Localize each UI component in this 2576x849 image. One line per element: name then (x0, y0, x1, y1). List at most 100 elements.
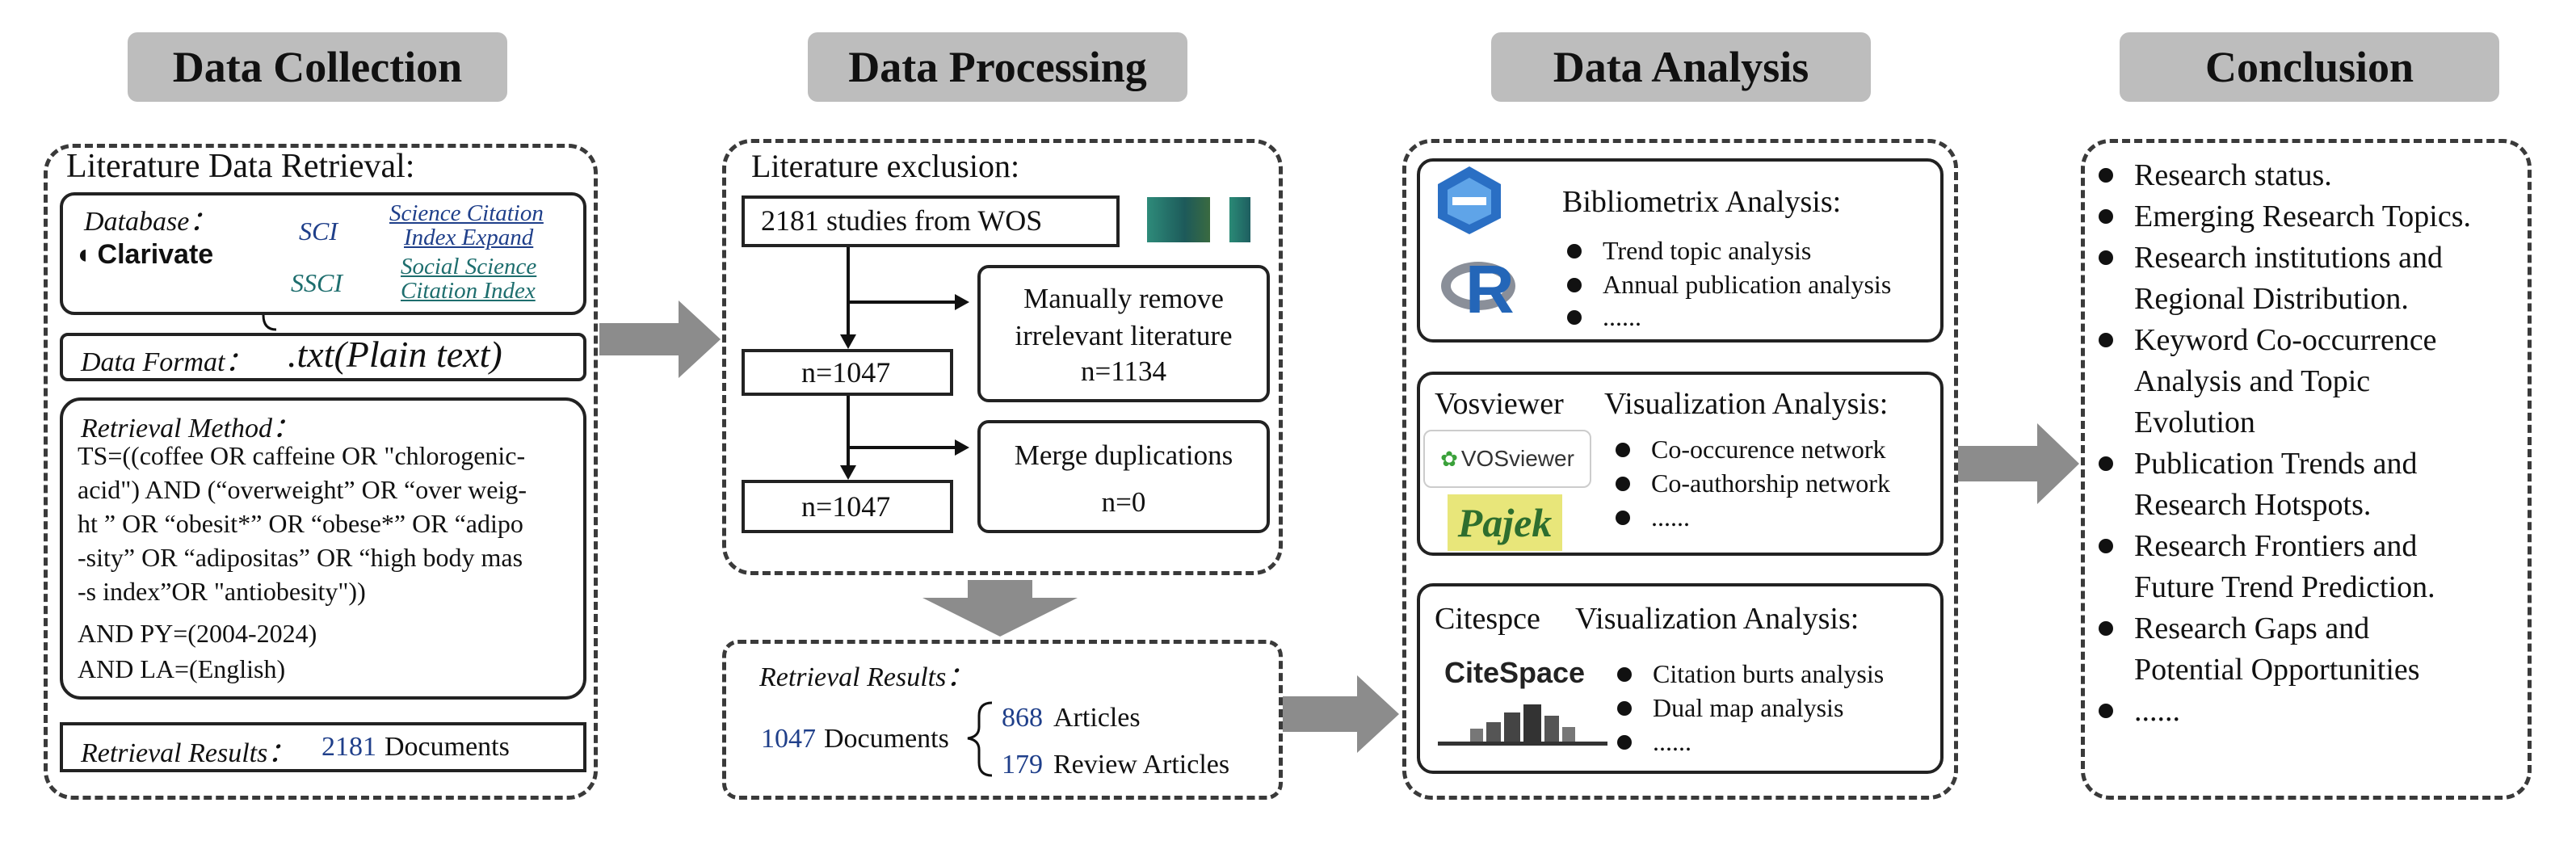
conclusion-item: Publication Trends and Research Hotspots… (2099, 443, 2417, 526)
vosviewer-logo: ✿VOSviewer (1423, 430, 1591, 488)
n1-box (742, 349, 953, 396)
reviews-count: 179 (1002, 750, 1043, 780)
citespace-item: ...... (1617, 727, 1691, 757)
vosviewer-item-text: ...... (1651, 502, 1690, 532)
bibliometrix-box (1417, 158, 1944, 343)
conclusion-line: Keyword Co-occurrence (2134, 323, 2437, 357)
conclusion-line: Research institutions and (2134, 241, 2444, 275)
conclusion-line: Publication Trends and (2134, 447, 2418, 481)
header-data-collection: Data Collection (128, 32, 507, 102)
n2-box (742, 480, 953, 533)
conclusion-line: Research Hotspots. (2134, 488, 2372, 522)
remove-line2: irrelevant literature (1015, 320, 1233, 351)
bibliometrix-hex-icon (1438, 166, 1501, 234)
ssci-full-line1: Social Science (401, 254, 537, 279)
citespace-item-text: Citation burts analysis (1653, 659, 1885, 688)
bullet-dot (1616, 477, 1630, 491)
exclusion-title: Literature exclusion: (751, 148, 1020, 184)
bibliometrix-item-text: Trend topic analysis (1603, 236, 1812, 265)
sci-full-line2: Index Expand (404, 225, 534, 250)
vosviewer-item: ...... (1616, 502, 1690, 532)
conclusion-item: ...... (2099, 691, 2180, 732)
citespace-item: Citation burts analysis (1617, 659, 1884, 689)
header-data-processing: Data Processing (808, 32, 1187, 102)
citespace-item-text: ...... (1653, 727, 1691, 756)
retrieval-query-line: -s index”OR "antiobesity")) (78, 577, 366, 606)
conclusion-line: ...... (2134, 694, 2180, 728)
gradient-bar-small (1229, 197, 1250, 242)
vosviewer-title-a: Vosviewer (1435, 387, 1564, 421)
clarivate-name: Clarivate (97, 239, 214, 270)
bullet-dot (2099, 704, 2113, 718)
retrieval-method-box (60, 397, 586, 700)
total-count: 1047 (761, 724, 816, 754)
collection-results-box (60, 722, 586, 772)
r-logo: R (1441, 251, 1519, 328)
conclusion-line: Emerging Research Topics. (2134, 200, 2471, 233)
arrow-processing-to-analysis (1283, 675, 1399, 753)
bibliometrix-item-text: Annual publication analysis (1603, 270, 1892, 299)
retrieval-query-line: AND PY=(2004-2024) (78, 619, 317, 648)
collection-results-label: Retrieval Results： (81, 738, 296, 768)
retrieval-query-line: TS=((coffee OR caffeine OR "chlorogenic- (78, 441, 526, 470)
merge-line2: n=0 (1101, 486, 1146, 518)
conclusion-line: Analysis and Topic (2134, 364, 2371, 398)
vosviewer-item-text: Co-occurence network (1651, 435, 1886, 464)
bibliometrix-title: Bibliometrix Analysis: (1562, 185, 1842, 219)
vosviewer-logo-text: VOSviewer (1460, 446, 1574, 471)
citespace-title-a: Citespce (1435, 602, 1540, 636)
citespace-title-b: Visualization Analysis: (1575, 602, 1860, 636)
header-conclusion: Conclusion (2120, 32, 2499, 102)
studies-box (742, 195, 1120, 247)
bullet-dot (1617, 735, 1632, 750)
conclusion-item: Keyword Co-occurrence Analysis and Topic… (2099, 320, 2437, 443)
retrieval-query-line: ht ” OR “obesit*” OR “obese*” OR “adipo (78, 509, 523, 538)
remove-box (977, 265, 1270, 402)
bullet-dot (1616, 443, 1630, 457)
bibliometrix-item: Annual publication analysis (1567, 270, 1891, 300)
total-unit: Documents (824, 724, 949, 754)
bullet-dot (2099, 209, 2113, 224)
vosviewer-item: Co-authorship network (1616, 469, 1890, 498)
conclusion-line: Potential Opportunities (2134, 653, 2420, 687)
remove-line3: n=1134 (1081, 355, 1166, 387)
conclusion-line: Research Frontiers and (2134, 529, 2418, 563)
conclusion-item: Research status. (2099, 155, 2332, 196)
bibliometrix-item: ...... (1567, 302, 1641, 332)
bullet-dot (1617, 701, 1632, 716)
arrow-analysis-to-conclusion (1958, 423, 2079, 504)
vosviewer-title-b: Visualization Analysis: (1604, 387, 1889, 421)
results-brace (967, 701, 993, 777)
bullet-dot (1567, 310, 1582, 325)
collection-title: Literature Data Retrieval: (66, 148, 415, 185)
merge-line1: Merge duplications (1014, 439, 1233, 471)
ssci-full-line2: Citation Index (401, 278, 536, 304)
exclusion-panel (722, 139, 1283, 575)
arrow-collection-to-processing (599, 301, 721, 378)
retrieval-query-line: -sity” OR “adipositas” OR “high body mas (78, 543, 523, 572)
data-format-label: Data Format： (81, 347, 253, 377)
clarivate-logo: ◖ Clarivate (74, 239, 213, 271)
data-format-box (60, 333, 586, 381)
citespace-logo: CiteSpace (1444, 656, 1586, 689)
bullet-dot (2099, 333, 2113, 347)
retrieval-method-label: Retrieval Method： (81, 414, 300, 443)
bibliometrix-item: Trend topic analysis (1567, 236, 1811, 266)
bullet-dot (2099, 621, 2113, 636)
retrieval-query-line: acid") AND (“overweight” OR “over weig- (78, 475, 527, 504)
articles-label: Articles (1053, 703, 1141, 733)
arrow-exclusion-to-results (922, 580, 1078, 637)
collection-panel (44, 144, 598, 800)
conclusion-item: Research Frontiers and Future Trend Pred… (2099, 526, 2435, 608)
r-logo-letter: R (1465, 251, 1515, 327)
citespace-item-text: Dual map analysis (1653, 693, 1844, 722)
conclusion-panel (2081, 139, 2532, 800)
conclusion-line: Evolution (2134, 406, 2255, 439)
bullet-dot (1616, 511, 1630, 525)
bullet-dot (2099, 456, 2113, 471)
bullet-dot (2099, 250, 2113, 265)
conclusion-item: Research Gaps and Potential Opportunitie… (2099, 608, 2420, 691)
merge-box (977, 420, 1270, 533)
conclusion-line: Research status. (2134, 158, 2332, 192)
